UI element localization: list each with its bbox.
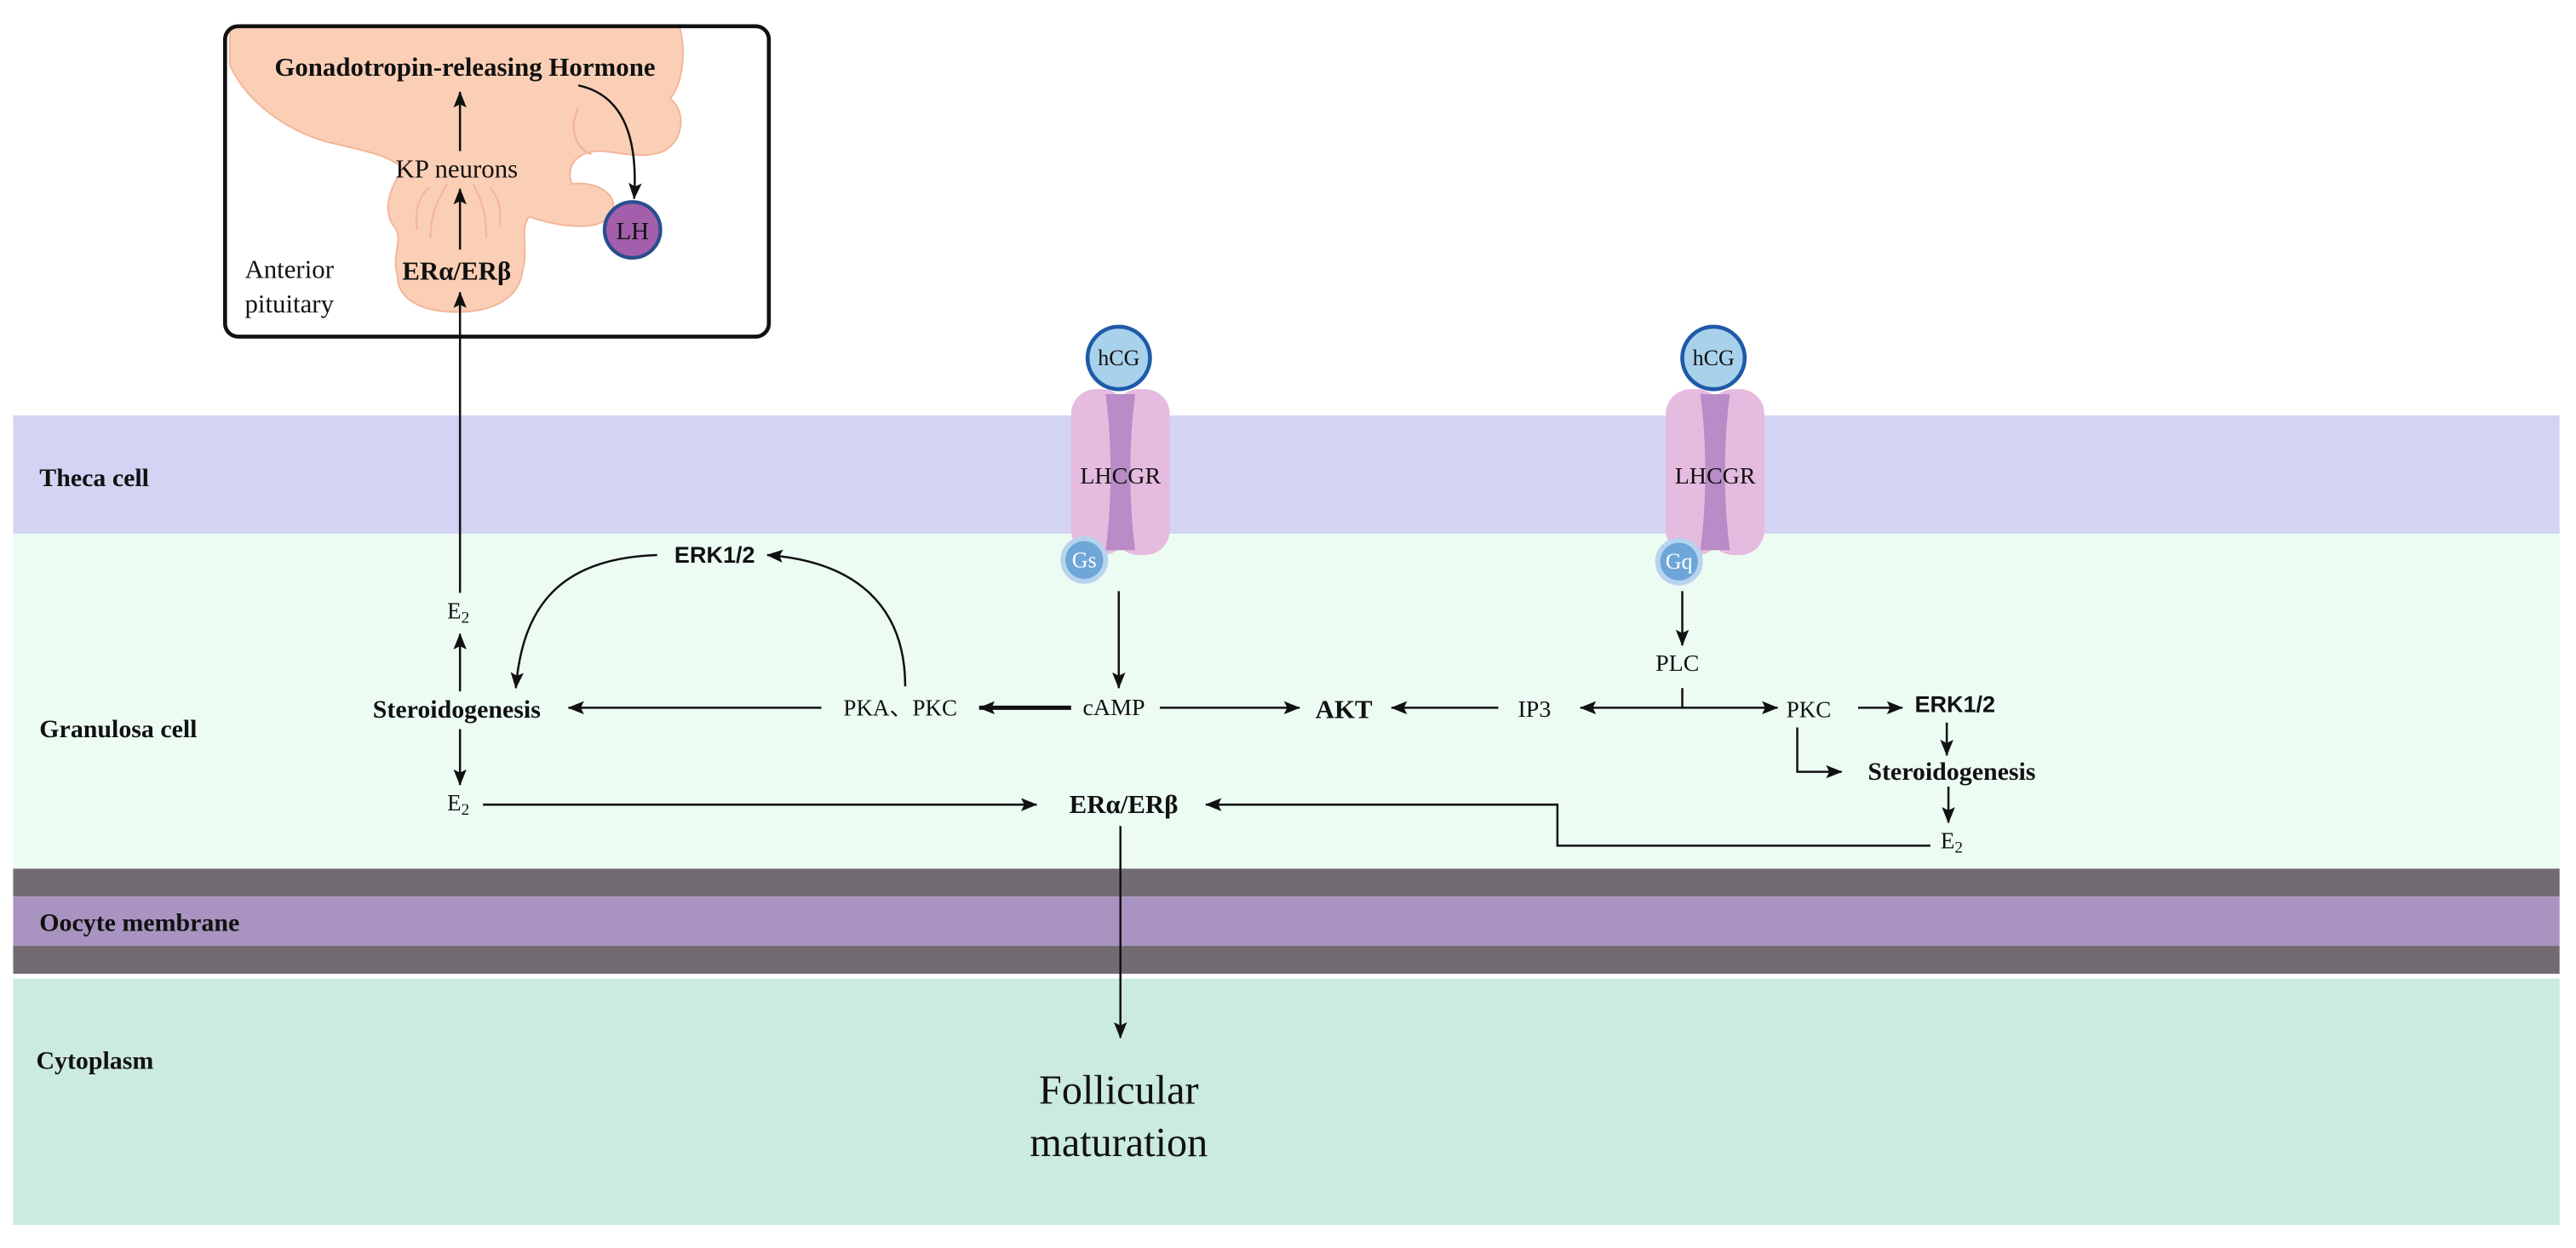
e2-label-lower: E2 [447, 790, 469, 818]
hcg-label: hCG [1098, 346, 1139, 370]
receptor-label: LHCGR [1675, 463, 1756, 489]
e2-subscript: 2 [462, 609, 470, 627]
anterior-label: Anterior [244, 255, 334, 283]
e2-base: E [447, 790, 462, 816]
e2-label-right: E2 [1941, 828, 1963, 856]
pituitary-er-label: ERα/ERβ [402, 256, 511, 285]
kp-neurons-label: KP neurons [395, 155, 518, 184]
steroidogenesis-label-left: Steroidogenesis [373, 696, 541, 724]
gq-protein-circle [1655, 537, 1703, 586]
hcg-circle [1085, 324, 1152, 392]
pituitary-box-frame [222, 24, 772, 339]
pituitary-label: pituitary [244, 289, 334, 318]
cytoplasm-label: Cytoplasm [36, 1047, 153, 1075]
er-label-center: ERα/ERβ [1070, 790, 1179, 819]
gq-label: Gq [1666, 549, 1693, 574]
oocyte-membrane-label: Oocyte membrane [39, 909, 239, 937]
granulosa-cell-label: Granulosa cell [39, 715, 197, 743]
granulosa-cell-band [13, 533, 2560, 869]
e2-subscript: 2 [1954, 839, 1963, 856]
steroidogenesis-label-right: Steroidogenesis [1867, 758, 2035, 786]
plc-label: PLC [1655, 650, 1699, 677]
receptor-lhcgr-gq: LHCGR hCG Gq [1655, 324, 1764, 586]
akt-label: AKT [1316, 695, 1373, 724]
erk-label-right: ERK1/2 [1914, 692, 1995, 718]
receptor-lhcgr-gs: LHCGR hCG Gs [1060, 324, 1170, 584]
pituitary-fold-detail [328, 65, 379, 76]
hcg-circle [1680, 324, 1747, 392]
e2-base: E [1941, 828, 1955, 854]
lh-label: LH [616, 218, 649, 245]
arrow-e2-right-to-er [1205, 798, 1931, 847]
pka-pkc-label: PKA、PKC [843, 695, 957, 720]
villus-detail [429, 183, 448, 238]
membrane-dark-band-bottom [13, 946, 2560, 974]
e2-base: E [447, 598, 462, 624]
lh-circle [602, 200, 663, 260]
e2-subscript: 2 [462, 800, 470, 818]
ip3-label: IP3 [1517, 696, 1551, 723]
villus-detail [472, 183, 488, 238]
cytoplasm-band [13, 978, 2560, 1225]
gs-label: Gs [1072, 547, 1097, 572]
arrow-gnrh-to-lh [577, 84, 642, 200]
receptor-label: LHCGR [1080, 463, 1161, 489]
camp-label: cAMP [1082, 695, 1145, 721]
arrow-pkc-to-steroidogenesis [1796, 727, 1843, 779]
hcg-label: hCG [1693, 346, 1735, 370]
pituitary-inset: Gonadotropin-releasing Hormone KP neuron… [222, 24, 772, 339]
arrow-pka-to-erk [766, 549, 907, 687]
gnrh-label: Gonadotropin-releasing Hormone [274, 53, 655, 82]
follicular-maturation-line1: Follicular [1039, 1068, 1198, 1113]
receptor-core [1700, 393, 1730, 551]
arrow-erk-to-steroidogenesis [510, 553, 657, 690]
pkc-label: PKC [1787, 696, 1832, 722]
villus-detail [415, 186, 432, 231]
gs-protein-circle [1060, 535, 1109, 584]
theca-cell-band [13, 415, 2560, 534]
villus-detail [489, 186, 502, 227]
membrane-dark-band-top [13, 868, 2560, 897]
receptor-core [1105, 393, 1136, 551]
theca-cell-label: Theca cell [39, 464, 149, 492]
e2-label-upper: E2 [447, 598, 469, 627]
erk-label-left: ERK1/2 [674, 542, 755, 568]
follicular-maturation-line2: maturation [1030, 1120, 1208, 1165]
pituitary-illustration [229, 26, 684, 313]
pituitary-fold-detail [572, 107, 592, 156]
oocyte-membrane-band [13, 896, 2560, 947]
